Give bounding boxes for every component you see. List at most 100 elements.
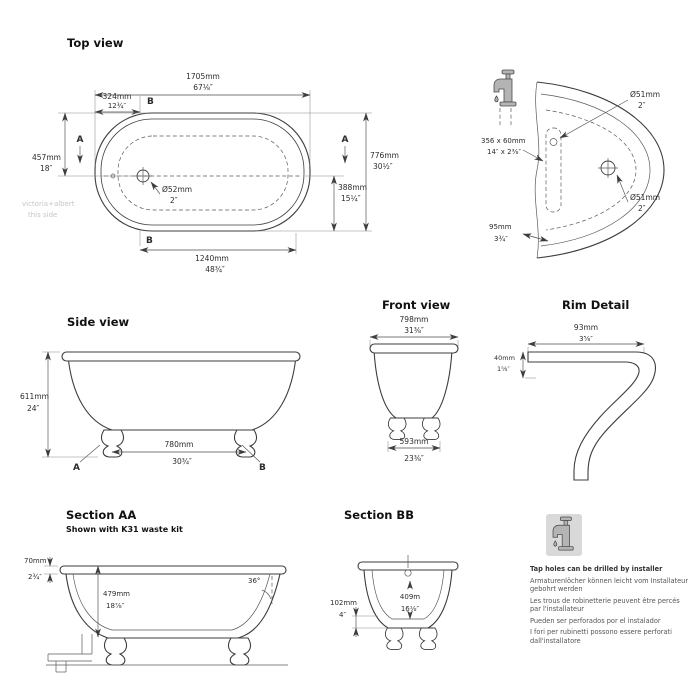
dim-label: 15¼″ bbox=[341, 194, 361, 203]
claw-foot bbox=[233, 429, 258, 458]
dim-label: 40mm bbox=[494, 354, 515, 362]
brand-watermark-note: this side bbox=[28, 211, 57, 219]
section-marker-b: B bbox=[259, 463, 266, 473]
claw-foot bbox=[100, 429, 125, 458]
tub-rim bbox=[369, 343, 459, 354]
dim-label: 2″ bbox=[638, 101, 646, 110]
section-marker-b-top: B bbox=[147, 97, 154, 107]
side-view-title: Side view bbox=[67, 315, 129, 329]
dim-drain-offset-457: 457mm 18″ bbox=[32, 112, 148, 177]
section-aa-subtitle: Shown with K31 waste kit bbox=[66, 525, 183, 534]
dim-depth-479: 479mm 18⅞″ bbox=[95, 565, 130, 638]
front-view-title: Front view bbox=[382, 298, 451, 312]
tub-end-outer-rim bbox=[536, 81, 665, 259]
dim-angle-36: 36° bbox=[248, 576, 273, 604]
dim-label: 2¾″ bbox=[28, 573, 42, 581]
note-en: Tap holes can be drilled by installer bbox=[530, 565, 663, 573]
section-marker-a-right: A bbox=[342, 135, 349, 145]
installer-notes: Tap holes can be drilled by installer Ar… bbox=[530, 565, 690, 649]
dim-label: Ø51mm bbox=[630, 90, 660, 99]
note-fr: Les trous de robinetterie peuvent être p… bbox=[530, 596, 680, 614]
drain-symbol bbox=[598, 158, 618, 178]
tub-end-basin bbox=[545, 109, 637, 231]
dim-label: 3¾″ bbox=[494, 235, 508, 243]
dim-label: 23⅜″ bbox=[404, 454, 424, 463]
dim-half-width-388: 388mm 15¼″ bbox=[305, 175, 367, 232]
dim-rim-70: 70mm 2¾″ bbox=[24, 557, 58, 583]
dim-label: 1705mm bbox=[186, 72, 220, 81]
dim-label: 324mm bbox=[103, 92, 132, 101]
dim-drain-52: Ø52mm 2″ bbox=[150, 181, 192, 205]
dim-label: 780mm bbox=[165, 440, 194, 449]
top-view-tub-plan bbox=[94, 112, 311, 232]
section-bb: Section BB 102mm 4″ 409m 16⅛″ bbox=[330, 508, 459, 651]
drain-symbol bbox=[134, 167, 152, 185]
dim-label: 30½″ bbox=[373, 162, 393, 171]
dim-label: 24″ bbox=[27, 404, 40, 413]
dim-label: Ø51mm bbox=[630, 193, 660, 202]
tap-detail: Ø51mm 2″ 356 x 60mm 14″ x 2⅜″ Ø51mm 2″ 9… bbox=[481, 69, 665, 259]
claw-foot bbox=[103, 637, 128, 666]
tub-inner-wall bbox=[72, 573, 271, 631]
dim-base-1240: B 1240mm 48¾″ bbox=[139, 230, 297, 274]
tub-body bbox=[67, 355, 297, 431]
dim-label: 30¾″ bbox=[172, 457, 192, 466]
note-it: I fori per rubinetti possono essere perf… bbox=[530, 628, 672, 645]
tap-deck-zone bbox=[545, 127, 562, 213]
tub-outer-rim bbox=[94, 112, 311, 232]
dim-height-611: 611mm 24″ bbox=[20, 351, 98, 458]
section-aa-title: Section AA bbox=[66, 508, 136, 522]
dim-length-1705: 1705mm 67⅛″ bbox=[94, 72, 311, 166]
dim-feet-780: 780mm 30¾″ bbox=[111, 440, 247, 466]
dim-label: 18⅞″ bbox=[106, 602, 125, 610]
dim-label: 14″ x 2⅜″ bbox=[487, 148, 521, 156]
dim-label: 776mm bbox=[370, 151, 399, 160]
dim-offset-324: 324mm 12¾″ B bbox=[94, 92, 154, 115]
dim-label: 2″ bbox=[170, 196, 178, 205]
side-view: Side view 611mm 24″ 780mm 30¾″ A B bbox=[20, 315, 301, 473]
dim-label: 4″ bbox=[339, 611, 346, 619]
claw-foot bbox=[418, 627, 438, 651]
brand-watermark: victoria+albert bbox=[22, 200, 75, 208]
tub-inner-rim bbox=[100, 118, 305, 226]
rim-detail: Rim Detail 93mm 3⅝″ 40mm 1⅝″ bbox=[494, 298, 656, 481]
section-marker-a: A bbox=[73, 463, 80, 473]
dim-depth-409: 409m 16⅛″ bbox=[400, 580, 420, 620]
dim-label: 388mm bbox=[338, 183, 367, 192]
dim-label: 102mm bbox=[330, 599, 357, 607]
tub-basin-floor bbox=[117, 135, 289, 211]
dim-label: 18″ bbox=[40, 164, 53, 173]
top-view-title: Top view bbox=[67, 36, 124, 50]
dim-width-776: 776mm 30½″ bbox=[256, 112, 399, 232]
dim-label: 798mm bbox=[400, 315, 429, 324]
tap-hole bbox=[549, 138, 558, 146]
dim-label: 93mm bbox=[574, 323, 598, 332]
claw-foot bbox=[384, 627, 404, 651]
note-es: Pueden ser perforados por el instalador bbox=[530, 616, 661, 625]
dim-label: 70mm bbox=[24, 557, 47, 565]
tub-end-inner-rim bbox=[540, 93, 651, 247]
dim-label: Ø52mm bbox=[162, 185, 192, 194]
note-de: Armaturenlöcher können leicht vom Instal… bbox=[530, 576, 689, 594]
tub-rim bbox=[59, 565, 287, 575]
tub-body bbox=[373, 349, 453, 419]
waste-kit bbox=[47, 634, 93, 673]
dim-label: 1240mm bbox=[195, 254, 229, 263]
section-marker-b-bottom: B bbox=[146, 236, 153, 246]
dim-label: 457mm bbox=[32, 153, 61, 162]
dim-label: 409m bbox=[400, 593, 420, 601]
section-marker-a-left: A bbox=[77, 135, 84, 145]
break-line bbox=[534, 81, 540, 259]
rim-profile bbox=[527, 351, 656, 481]
dim-label: 31⅜″ bbox=[404, 326, 424, 335]
dim-label: 3⅝″ bbox=[579, 335, 593, 343]
tap-icon bbox=[493, 69, 517, 107]
tub-rim bbox=[61, 351, 301, 362]
front-view: Front view 798mm 31⅜″ 593mm 23⅜″ bbox=[369, 298, 459, 463]
dim-label: 16⅛″ bbox=[401, 605, 420, 613]
section-bb-title: Section BB bbox=[344, 508, 414, 522]
dim-clearance-102: 102mm 4″ bbox=[330, 599, 386, 637]
rim-detail-title: Rim Detail bbox=[562, 298, 629, 312]
